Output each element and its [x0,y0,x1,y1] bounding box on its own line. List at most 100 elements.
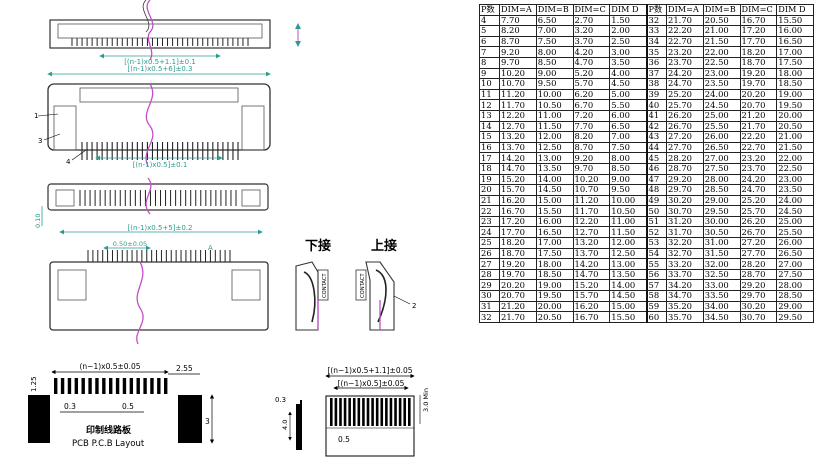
table-cell: 7.50 [609,141,647,154]
table-cell: 25 [479,237,500,249]
table-cell: 17 [479,152,500,164]
pcb-title-cn: 印制线路板 [86,424,132,436]
table-cell: 15.50 [776,14,814,27]
table-cell: 26.00 [776,237,814,249]
table-cell: 20.70 [499,290,537,302]
table-cell: 24.20 [739,173,778,186]
table-cell: 15.00 [535,194,574,207]
table-cell: 17.00 [776,46,814,58]
table-cell: 18 [479,162,500,175]
table-cell: 6.50 [609,120,647,133]
table-cell: 13.00 [609,258,647,270]
table-cell: 22 [479,205,500,217]
table-cell: 4.20 [572,46,611,58]
table-cell: 26.50 [776,247,814,260]
table-cell: 8.20 [572,131,611,143]
table-cell: 16.50 [776,35,814,48]
table-cell: 20.70 [739,99,778,111]
table-cell: 29.00 [776,300,814,313]
table-cell: 21.70 [739,120,778,133]
table-cell: 12.00 [609,237,647,249]
table-cell: 10.20 [572,173,611,186]
fpc-min: 3.0 Min [422,388,430,412]
table-cell: 11.00 [609,215,647,228]
table-cell: 8.50 [609,162,647,175]
table-cell: 24.70 [739,184,778,196]
table-cell: 25.70 [739,205,778,217]
table-cell: 20.50 [702,14,741,27]
top-view: [(n-1)x0.5+1.1]±0.1 [49,0,301,66]
dim-mid-overall: [(n-1)x0.5+6]±0.3 [128,65,193,73]
dimension-table: P数 DIM=A DIM=B DIM=C DIM D P数 DIM=A DIM=… [479,4,814,323]
table-cell: 29.20 [739,279,778,292]
table-cell: 59 [645,300,667,313]
table-cell: 10.70 [499,78,537,90]
pcb-pitch: (n−1)x0.5±0.05 [79,362,140,371]
table-cell: 28.70 [739,268,778,281]
table-cell: 8.00 [609,152,647,164]
dim-side-thk: 0.10 [34,214,42,228]
pcb-side: 2.55 [176,364,193,373]
table-cell: 18.70 [499,247,537,260]
table-cell: 13.50 [535,162,574,175]
contact-down-label: CONTACT [322,273,328,298]
table-cell: 5.20 [572,67,611,80]
table-cell: 21.50 [702,35,741,48]
table-cell: 33.00 [702,279,741,292]
header-dim-c-right: DIM=C [739,4,778,16]
callout-1: 1 [34,112,38,120]
table-cell: 34.70 [666,290,704,302]
table-cell: 27.50 [776,268,814,281]
table-cell: 34.00 [702,300,741,313]
table-cell: 29.00 [702,194,741,207]
table-cell: 3.70 [572,35,611,48]
table-cell: 20.20 [739,88,778,101]
table-cell: 6.20 [572,88,611,101]
table-cell: 9.70 [499,56,537,69]
table-cell: 7.50 [535,35,574,48]
table-cell: 18.20 [739,46,778,58]
table-cell: 7.70 [572,120,611,133]
table-cell: 18.50 [776,78,814,90]
table-cell: 26.50 [702,141,741,154]
table-cell: 29 [479,279,500,292]
table-cell: 30.70 [739,311,778,323]
table-cell: 14.00 [535,173,574,186]
table-cell: 3.20 [572,25,611,37]
table-cell: 14.70 [499,162,537,175]
table-cell: 20.50 [535,311,574,323]
table-cell: 5.00 [609,88,647,101]
contact-up-detail: 上接 CONTACT 2 [355,238,416,331]
table-cell: 29.50 [702,205,741,217]
table-cell: 15.20 [499,173,537,186]
table-cell: 19.70 [739,78,778,90]
table-cell: 8.70 [572,141,611,154]
dim-bot-lead: 0.50±0.05 [113,240,147,248]
table-cell: 54 [645,247,667,260]
table-cell: 23.70 [666,56,704,69]
table-cell: 8.20 [499,25,537,37]
table-cell: 8.00 [535,46,574,58]
header-dim-d-left: DIM D [609,4,647,16]
table-cell: 24.50 [702,99,741,111]
table-cell: 17.20 [739,25,778,37]
table-cell: 2.70 [572,14,611,27]
pcb-height: 1.25 [30,376,38,392]
table-cell: 16.50 [535,226,574,239]
table-cell: 13.20 [499,131,537,143]
table-cell: 31.20 [666,215,704,228]
table-cell: 16.20 [499,194,537,207]
table-cell: 15.70 [572,290,611,302]
table-cell: 15.00 [609,300,647,313]
table-cell: 28.20 [739,258,778,270]
table-cell: 17.70 [499,226,537,239]
